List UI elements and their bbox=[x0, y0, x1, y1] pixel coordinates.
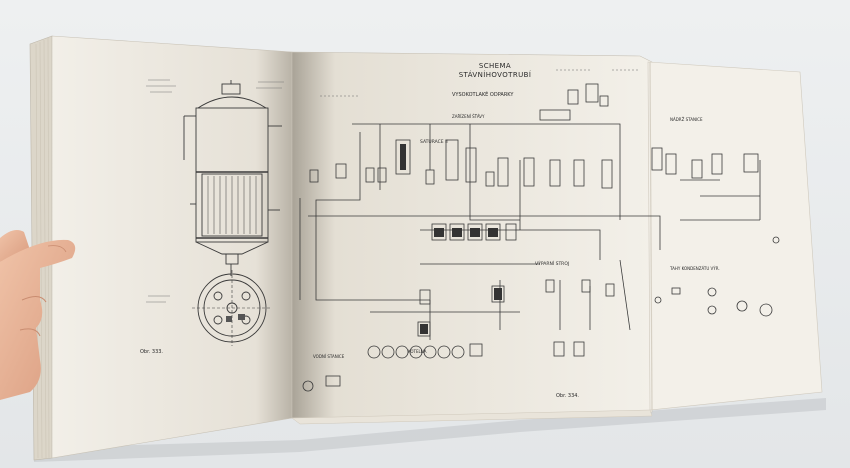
vessel-drawing bbox=[183, 80, 282, 346]
label-vodni-stanice: VODNÍ STANICE bbox=[313, 354, 345, 359]
label-saturace: SATURACE II bbox=[420, 140, 448, 145]
label-kondenzace: TAHY KONDENZÁTU VÝR. bbox=[670, 266, 720, 271]
hand bbox=[0, 230, 76, 400]
foldout-sheet-2 bbox=[647, 61, 823, 411]
schematic-subtitle-2: ZAŘÍZENÍ ŠŤÁVY bbox=[452, 114, 485, 119]
label-vyparni: VÝPARNÍ STROJ bbox=[535, 262, 570, 267]
left-page bbox=[51, 35, 293, 459]
label-kotelna: KOTELNA bbox=[408, 349, 427, 354]
schematic-title: SCHEMA STÁVNÍHOVOTRUBÍ bbox=[458, 62, 532, 79]
schematic-subtitle: VYSOKOTLAKÉ ODPARKY bbox=[452, 92, 514, 98]
schematic-caption: Obr. 334. bbox=[556, 393, 580, 399]
label-nadrz: NÁDRŽ STANICE bbox=[670, 117, 703, 122]
left-page-caption: Obr. 333. bbox=[140, 349, 164, 355]
process-schematic bbox=[299, 83, 780, 392]
